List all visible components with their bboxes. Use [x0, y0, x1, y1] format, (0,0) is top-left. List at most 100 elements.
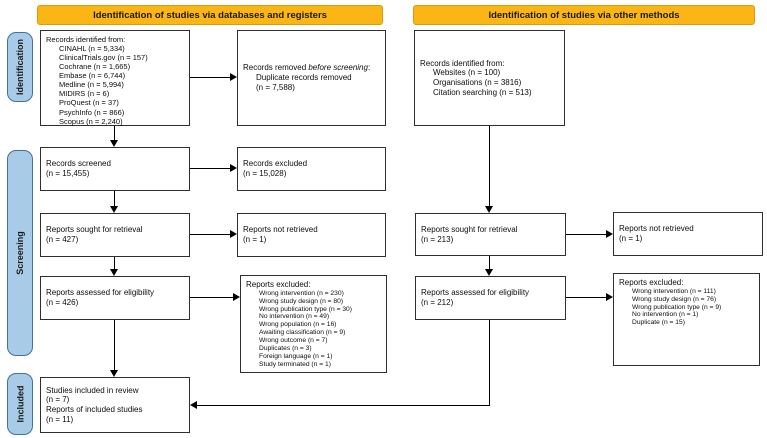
- included-line: Studies included in review: [46, 385, 139, 395]
- arrow-right-icon: [606, 230, 613, 238]
- box-reports-not-retrieved-left: Reports not retrieved (n = 1): [237, 213, 386, 257]
- records-removed-item: (n = 7,588): [256, 82, 295, 92]
- reports-assessed-left-line1: Reports assessed for eligibility: [46, 288, 155, 298]
- arrow-line: [114, 320, 115, 371]
- reports-assessed-right-line1: Reports assessed for eligibility: [421, 288, 530, 298]
- db-item: Embase (n = 6,744): [59, 71, 126, 81]
- header-other-methods: Identification of studies via other meth…: [413, 5, 755, 25]
- records-screened-line1: Records screened: [46, 159, 111, 169]
- records-excluded-line2: (n = 15,028): [243, 169, 287, 178]
- records-removed-italic: before screening: [308, 63, 368, 73]
- excluded-reason: Wrong study design (n = 80): [259, 297, 344, 305]
- excluded-reason: No intervention (n = 49): [259, 313, 330, 321]
- excluded-reason: Duplicates (n = 3): [259, 345, 312, 353]
- box-records-screened: Records screened (n = 15,455): [40, 147, 190, 191]
- reports-not-retrieved-left-line2: (n = 1): [243, 235, 267, 244]
- excluded-reason: Wrong outcome (n = 7): [259, 337, 328, 345]
- other-source-item: Websites (n = 100): [433, 68, 501, 78]
- reports-assessed-right-line2: (n = 212): [421, 298, 454, 307]
- box-studies-included: Studies included in review (n = 7) Repor…: [40, 377, 190, 433]
- arrow-down-icon: [485, 206, 493, 213]
- arrow-right-icon: [230, 73, 237, 81]
- records-removed-title: Records removed before screening:: [243, 63, 380, 73]
- reports-not-retrieved-left-line1: Reports not retrieved: [243, 225, 318, 235]
- arrow-line: [489, 126, 490, 207]
- reports-sought-left-line1: Reports sought for retrieval: [46, 225, 143, 235]
- other-source-item: Citation searching (n = 513): [433, 87, 532, 97]
- box-records-identified-other: Records identified from: Websites (n = 1…: [414, 30, 565, 126]
- excluded-reason: Wrong intervention (n = 111): [632, 287, 716, 295]
- arrow-right-icon: [230, 230, 237, 238]
- excluded-reason: Wrong study design (n = 76): [632, 295, 717, 303]
- box-reports-assessed-left: Reports assessed for eligibility (n = 42…: [40, 276, 190, 320]
- arrow-down-icon: [485, 269, 493, 276]
- db-item: MIDIRS (n = 6): [59, 89, 110, 99]
- arrow-line: [114, 126, 115, 141]
- box-reports-sought-right: Reports sought for retrieval (n = 213): [415, 213, 566, 256]
- reports-excluded-right-title: Reports excluded:: [619, 278, 684, 287]
- arrow-line: [566, 234, 606, 235]
- included-line: (n = 11): [46, 414, 74, 424]
- box-records-identified-databases: Records identified from: CINAHL (n = 5,3…: [40, 30, 190, 126]
- box-reports-sought-left: Reports sought for retrieval (n = 427): [40, 213, 190, 257]
- arrow-line: [114, 257, 115, 270]
- box-reports-excluded-right: Reports excluded: Wrong intervention (n …: [613, 273, 760, 366]
- included-line: (n = 7): [46, 395, 70, 405]
- stage-label-screening: Screening: [7, 150, 33, 356]
- arrow-right-icon: [233, 293, 240, 301]
- excluded-reason: Duplicate (n = 15): [632, 319, 685, 327]
- arrow-right-icon: [230, 164, 237, 172]
- db-item: Medline (n = 5,994): [59, 80, 124, 90]
- excluded-reason: Foreign language (n = 1): [259, 353, 333, 360]
- excluded-reason: Wrong intervention (n = 230): [259, 289, 344, 297]
- box-reports-not-retrieved-right: Reports not retrieved (n = 1): [613, 212, 763, 256]
- db-item: Scopus (n = 2,240): [59, 116, 123, 126]
- other-source-item: Organisations (n = 3816): [433, 78, 522, 87]
- arrow-line: [489, 256, 490, 270]
- excluded-reason: Wrong population (n = 16): [259, 321, 337, 329]
- stage-label-identification-text: Identification: [15, 39, 25, 95]
- box-records-removed: Records removed before screening: Duplic…: [237, 30, 386, 126]
- records-screened-line2: (n = 15,455): [46, 169, 90, 178]
- records-removed-item: Duplicate records removed: [256, 73, 352, 83]
- excluded-reason: Study terminated (n = 1): [259, 360, 331, 368]
- reports-sought-right-line2: (n = 213): [421, 234, 454, 244]
- reports-not-retrieved-right-line1: Reports not retrieved: [619, 224, 694, 234]
- db-item: Cochrane (n = 1,665): [59, 62, 131, 72]
- arrow-down-icon: [110, 269, 118, 276]
- arrow-line: [197, 405, 490, 406]
- records-identified-other-title: Records identified from:: [420, 58, 505, 68]
- stage-label-included-text: Included: [15, 385, 26, 423]
- excluded-reason: Wrong publication type (n = 30): [259, 305, 352, 313]
- arrow-down-icon: [110, 140, 118, 147]
- records-removed-prefix: Records removed: [243, 63, 309, 73]
- stage-label-identification: Identification: [7, 32, 33, 102]
- reports-excluded-left-title: Reports excluded:: [246, 280, 311, 289]
- arrow-line: [114, 191, 115, 207]
- header-databases-registers: Identification of studies via databases …: [37, 5, 383, 25]
- arrow-line: [190, 234, 230, 235]
- included-line: Reports of included studies: [46, 405, 143, 414]
- db-item: ClinicalTrials.gov (n = 157): [59, 53, 148, 63]
- reports-assessed-left-line2: (n = 426): [46, 298, 79, 307]
- db-item: PsychInfo (n = 866): [59, 107, 125, 117]
- db-item: ProQuest (n = 37): [59, 98, 119, 108]
- excluded-reason: Awaiting classification (n = 9): [259, 329, 346, 337]
- arrow-down-icon: [110, 370, 118, 377]
- records-identified-title: Records identified from:: [46, 35, 126, 44]
- arrow-down-icon: [110, 206, 118, 213]
- stage-label-included: Included: [7, 373, 33, 435]
- stage-label-screening-text: Screening: [15, 231, 26, 275]
- excluded-reason: Wrong publication type (n = 9): [632, 303, 722, 311]
- box-reports-excluded-left: Reports excluded: Wrong intervention (n …: [240, 275, 387, 373]
- arrow-line: [190, 77, 230, 78]
- records-excluded-line1: Records excluded: [243, 159, 308, 169]
- db-item: CINAHL (n = 5,334): [59, 44, 125, 54]
- arrow-line: [190, 168, 230, 169]
- reports-not-retrieved-right-line2: (n = 1): [619, 234, 643, 243]
- reports-sought-left-line2: (n = 427): [46, 235, 79, 244]
- arrow-line: [566, 297, 606, 298]
- reports-sought-right-line1: Reports sought for retrieval: [421, 224, 518, 234]
- excluded-reason: No intervention (n = 1): [632, 311, 699, 319]
